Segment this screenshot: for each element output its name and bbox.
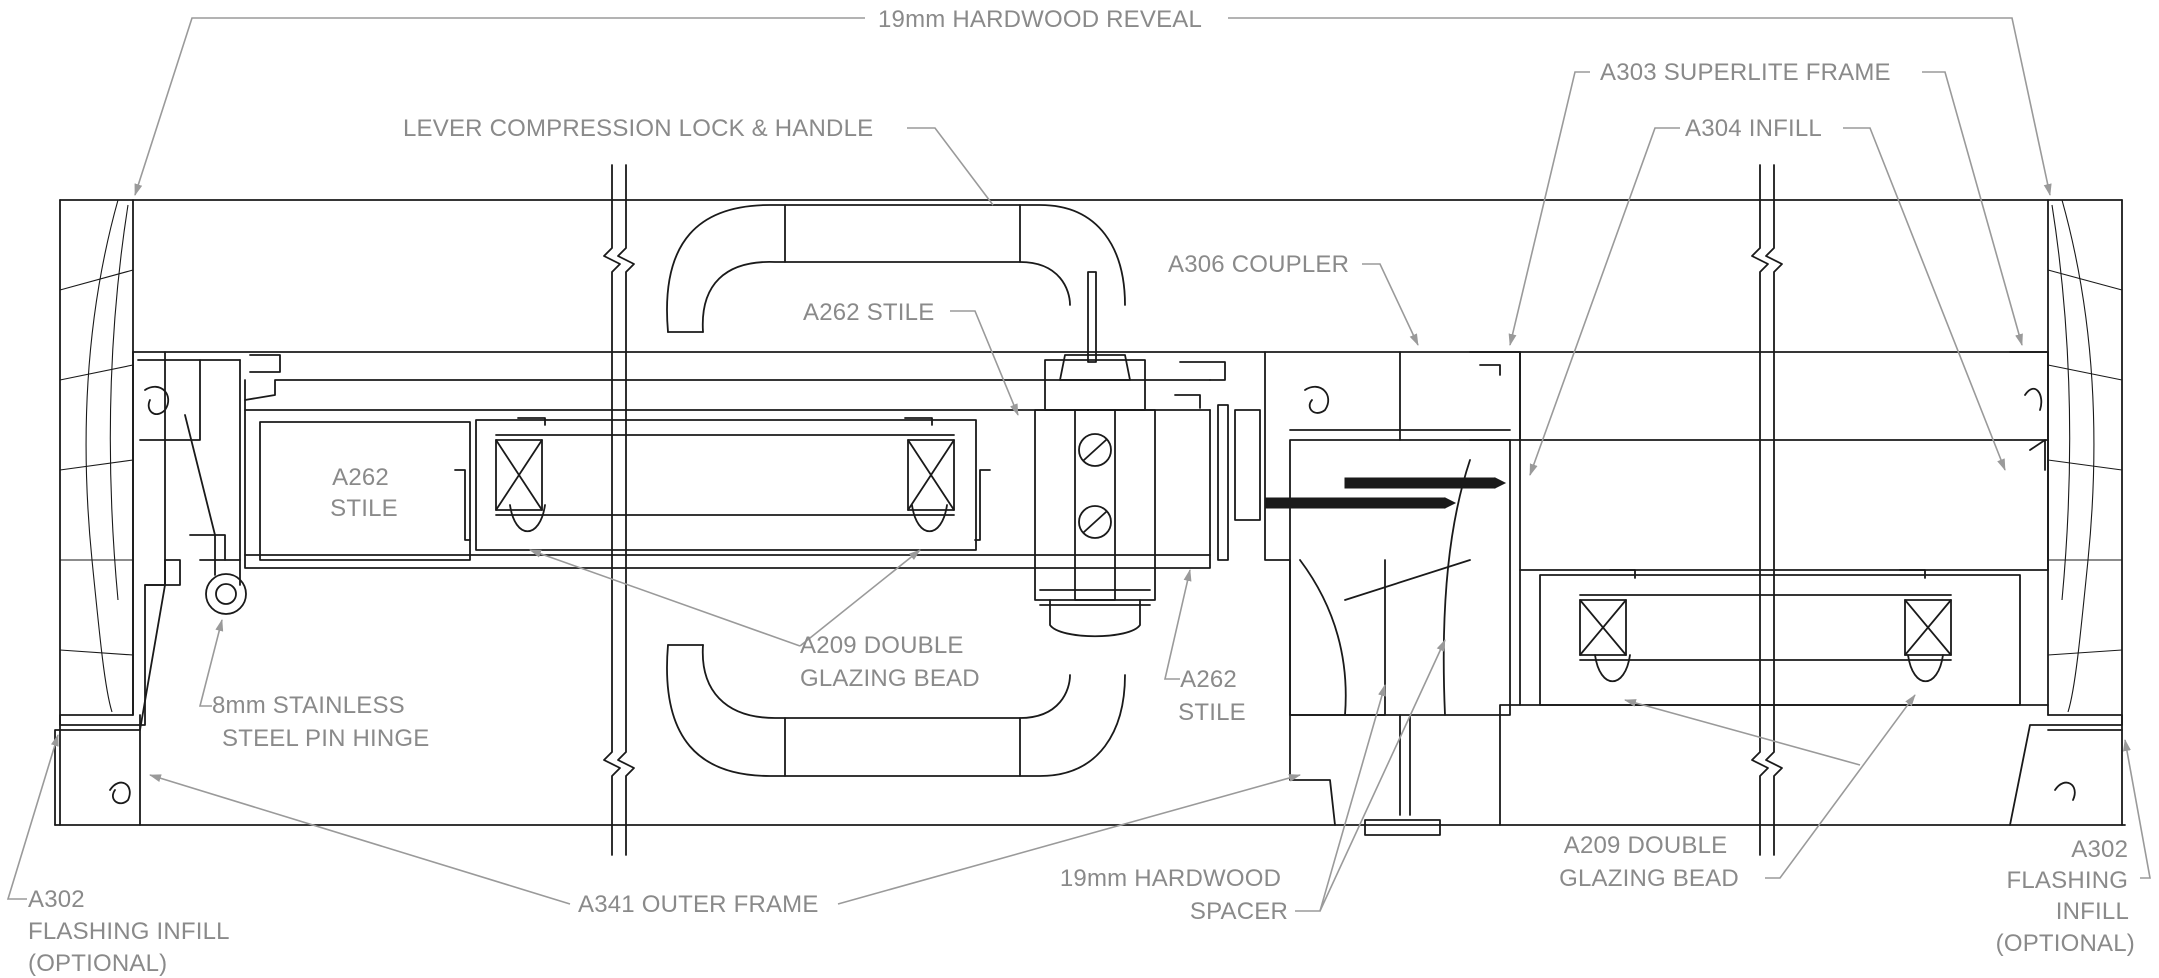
label-superlite-frame: A303 SUPERLITE FRAME bbox=[1600, 59, 1891, 86]
coupler bbox=[1234, 351, 1521, 836]
right-superlite-frame bbox=[1499, 351, 2123, 826]
label-pin-hinge: 8mm STAINLESS STEEL PIN HINGE bbox=[212, 692, 430, 752]
screws bbox=[1264, 477, 1507, 509]
label-hardwood-reveal: 19mm HARDWOOD REVEAL bbox=[878, 6, 1202, 33]
label-hardwood-spacer: 19mm HARDWOOD SPACER bbox=[1060, 865, 1288, 925]
right-hardwood-reveal bbox=[2047, 199, 2123, 716]
label-glazing-bead-left: A209 DOUBLE GLAZING BEAD bbox=[800, 632, 980, 692]
label-lever-lock: LEVER COMPRESSION LOCK & HANDLE bbox=[403, 115, 873, 142]
left-sash-stile bbox=[244, 354, 1211, 569]
label-stile-mid: A262 STILE bbox=[1178, 666, 1246, 726]
right-glass-unit bbox=[1519, 569, 2049, 706]
hardwood-reveal-band bbox=[54, 199, 2126, 826]
leader-lines bbox=[6, 17, 2151, 912]
label-coupler: A306 COUPLER bbox=[1168, 251, 1349, 278]
callout-labels: 19mm HARDWOOD REVEAL A303 SUPERLITE FRAM… bbox=[28, 6, 2135, 977]
label-outer-frame: A341 OUTER FRAME bbox=[578, 891, 819, 918]
label-glazing-bead-right: A209 DOUBLE GLAZING BEAD bbox=[1559, 832, 1739, 892]
handle-top bbox=[666, 204, 1126, 333]
pin-hinge bbox=[184, 414, 247, 615]
left-glass-unit bbox=[454, 417, 991, 551]
left-outer-frame bbox=[54, 351, 241, 826]
break-line-left bbox=[603, 164, 635, 856]
lock-body bbox=[1034, 271, 1156, 638]
handle-bottom bbox=[666, 644, 1126, 777]
label-infill: A304 INFILL bbox=[1685, 115, 1822, 142]
label-stile-left: A262 STILE bbox=[330, 464, 398, 522]
left-hardwood-reveal bbox=[59, 199, 134, 716]
mid-stile bbox=[1174, 361, 1229, 561]
section-geometry bbox=[54, 164, 2126, 856]
label-flashing-left: A302 FLASHING INFILL (OPTIONAL) bbox=[28, 886, 236, 977]
label-flashing-right: A302 FLASHING INFILL (OPTIONAL) bbox=[1996, 836, 2135, 957]
label-stile-top: A262 STILE bbox=[803, 299, 934, 326]
break-line-right bbox=[1751, 164, 1783, 856]
